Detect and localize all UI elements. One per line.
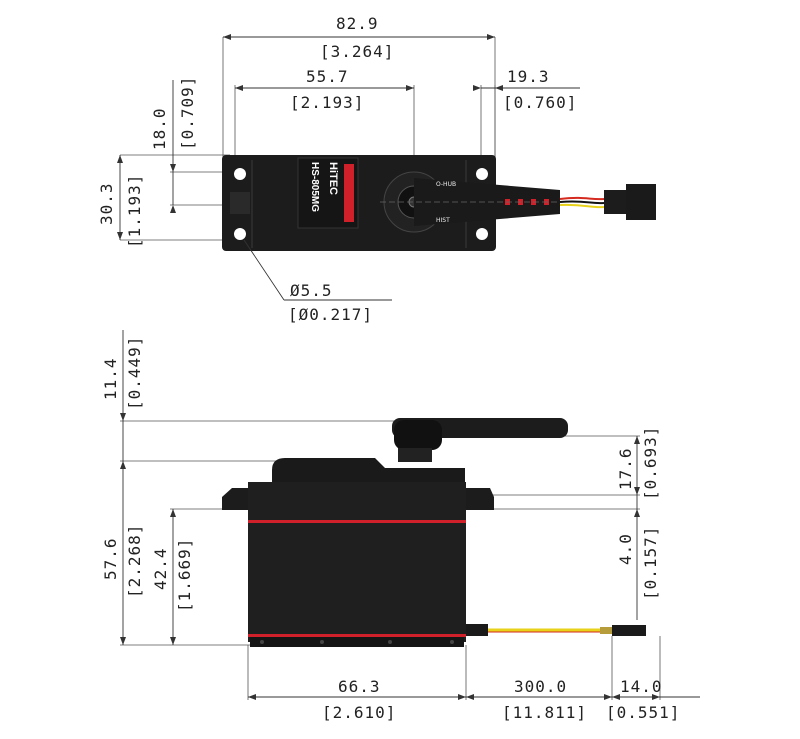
hole-diameter-inch: [Ø0.217] bbox=[288, 305, 373, 324]
servo-model-label: HS-805MG bbox=[309, 162, 320, 212]
wire-length-inch: [11.811] bbox=[502, 703, 587, 722]
body-width-dim: 66.3 bbox=[338, 677, 381, 696]
flange-thick-dim: 4.0 bbox=[616, 533, 635, 565]
overall-length-inch: [3.264] bbox=[320, 42, 394, 61]
wire-side bbox=[488, 625, 646, 636]
connector-length-dim: 14.0 bbox=[620, 677, 663, 696]
servo-top-body: HiTEC HS-805MG O-HUB HIST bbox=[222, 155, 580, 251]
horn-height-dim: 11.4 bbox=[101, 357, 120, 400]
hole-spacing-dim: 30.3 bbox=[97, 182, 116, 225]
wire-length-dim: 300.0 bbox=[514, 677, 567, 696]
hole-leader bbox=[243, 239, 285, 301]
case-length-dim: 55.7 bbox=[306, 67, 349, 86]
horn-mark-top: O-HUB bbox=[436, 181, 456, 188]
flange-thick-inch: [0.157] bbox=[641, 526, 660, 600]
body-width-inch: [2.610] bbox=[322, 703, 396, 722]
horn-height-inch: [0.449] bbox=[125, 336, 144, 410]
hole-diameter-dim: Ø5.5 bbox=[290, 281, 333, 300]
top-view: 82.9 [3.264] 55.7 [2.193] 19.3 [0.760] 1… bbox=[97, 14, 656, 324]
total-height-inch: [2.268] bbox=[125, 524, 144, 598]
total-height-dim: 57.6 bbox=[101, 537, 120, 580]
case-length-inch: [2.193] bbox=[290, 93, 364, 112]
horn-length-dim: 19.3 bbox=[507, 67, 550, 86]
side-view: 11.4 [0.449] 57.6 [2.268] 42.4 [1.669] 1… bbox=[101, 330, 700, 722]
overall-length-dim: 82.9 bbox=[336, 14, 379, 33]
hole-spacing-inch: [1.193] bbox=[125, 174, 144, 248]
body-height-inch: [1.669] bbox=[175, 538, 194, 612]
connector-length-inch: [0.551] bbox=[606, 703, 680, 722]
servo-side-body bbox=[222, 418, 568, 647]
horn-length-inch: [0.760] bbox=[503, 93, 577, 112]
flange-top-dim: 17.6 bbox=[616, 447, 635, 490]
body-height-dim: 42.4 bbox=[151, 547, 170, 590]
horn-mark-bottom: HIST bbox=[436, 217, 450, 224]
servo-brand-label: HiTEC bbox=[327, 162, 339, 195]
height-axis-dim: 18.0 bbox=[150, 107, 169, 150]
height-axis-inch: [0.709] bbox=[178, 76, 197, 150]
wire-top bbox=[559, 184, 656, 220]
flange-top-inch: [0.693] bbox=[641, 426, 660, 500]
